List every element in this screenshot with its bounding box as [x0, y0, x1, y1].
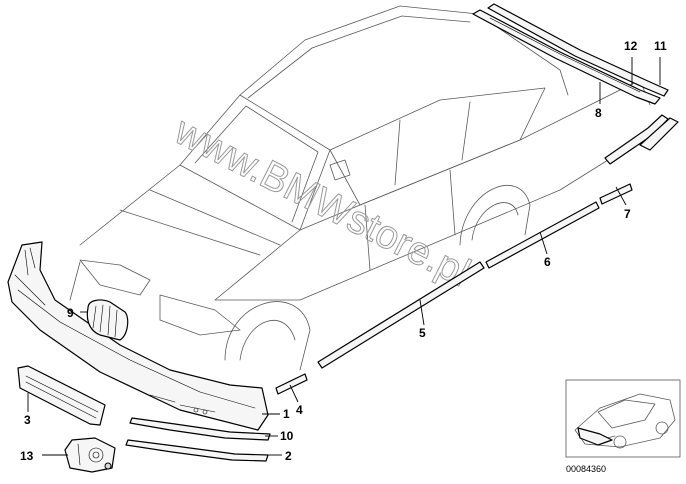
watermark-text: www.BMWstore.pl: [167, 108, 477, 295]
callout-2: 2: [285, 449, 292, 463]
callout-1: 1: [283, 407, 290, 421]
part-roof-rail-11: [487, 3, 669, 97]
part-strip-2: [125, 439, 269, 462]
callout-4: 4: [296, 403, 303, 417]
callout-11: 11: [654, 39, 667, 53]
callout-10: 10: [280, 429, 294, 443]
part-strip-10: [129, 417, 271, 441]
callout-5: 5: [419, 326, 426, 340]
diagram-code: 00084360: [566, 464, 606, 474]
callout-8: 8: [595, 106, 602, 120]
callout-13: 13: [20, 449, 34, 463]
part-licence-plate-base: [17, 365, 106, 426]
callout-9: 9: [67, 306, 74, 320]
part-kidney-grille: [86, 299, 129, 341]
part-strip-6: [485, 201, 600, 269]
callout-6: 6: [544, 255, 551, 269]
part-front-bumper: [7, 241, 269, 431]
part-strip-7: [599, 183, 633, 205]
callout-7: 7: [624, 207, 631, 221]
leader-lines: [27, 57, 661, 456]
callout-3: 3: [24, 413, 31, 427]
part-rear-strip: [639, 117, 679, 151]
thumbnail-inset: [565, 379, 681, 458]
callout-12: 12: [624, 39, 638, 53]
part-strip-4: [275, 373, 308, 395]
part-fog-light-bracket: [64, 437, 116, 473]
part-strip-5: [317, 261, 485, 369]
